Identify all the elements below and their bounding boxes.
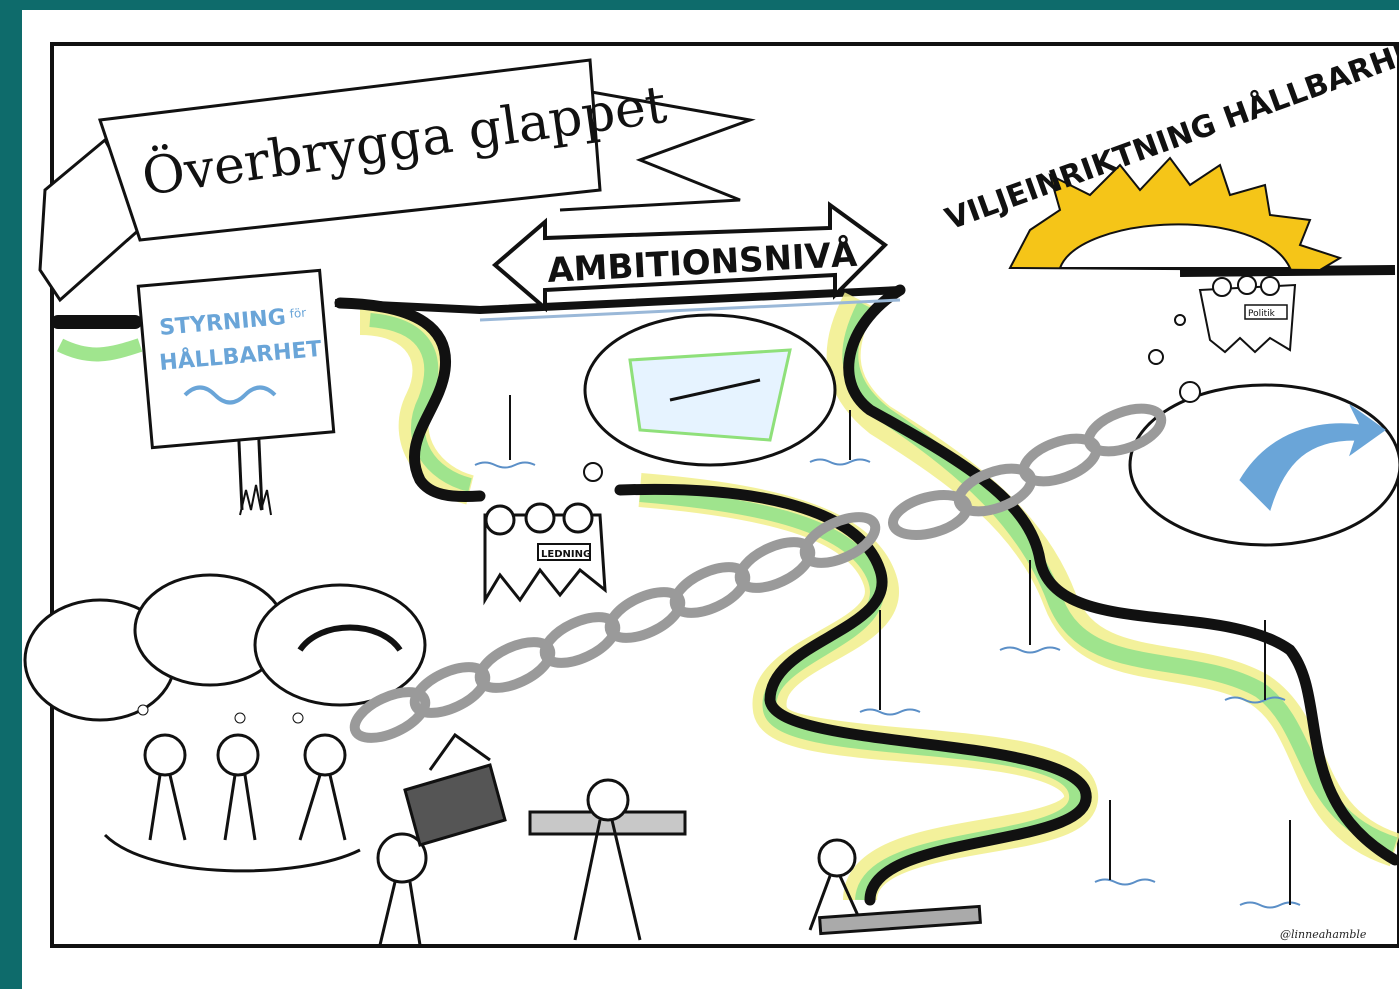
ambition-arrow: AMBITIONSNIVÅ — [491, 201, 889, 313]
ledning-group: LEDNING — [483, 502, 607, 606]
thought-clouds-left — [23, 573, 427, 724]
title-banner: Överbrygga glappet — [38, 58, 756, 303]
sign-line1-small: för — [289, 306, 307, 321]
toolbox — [403, 732, 507, 847]
grass-tuft — [239, 484, 272, 516]
chain — [349, 403, 1167, 743]
thought-cloud-arrow — [1128, 314, 1399, 547]
thought-cloud-bridge — [583, 313, 837, 482]
sun: VILJEINRIKTNING HÅLLBARHET — [940, 26, 1399, 272]
ground-mid — [334, 286, 901, 315]
pillars — [509, 395, 1291, 905]
politik-label: Politik — [1248, 309, 1276, 319]
border — [50, 42, 1399, 948]
ledning-label: LEDNING — [541, 549, 591, 560]
people-group-left — [103, 733, 428, 946]
sign-board: STYRNING för HÅLLBARHET — [136, 268, 336, 511]
politik-group: Politik — [1198, 275, 1297, 354]
person-building-bridge — [808, 838, 982, 936]
river-banks — [334, 284, 1399, 906]
ground-right — [1179, 265, 1396, 277]
person-carrying-beam — [528, 778, 687, 941]
artist-signature: @linneahamble — [1280, 928, 1367, 941]
